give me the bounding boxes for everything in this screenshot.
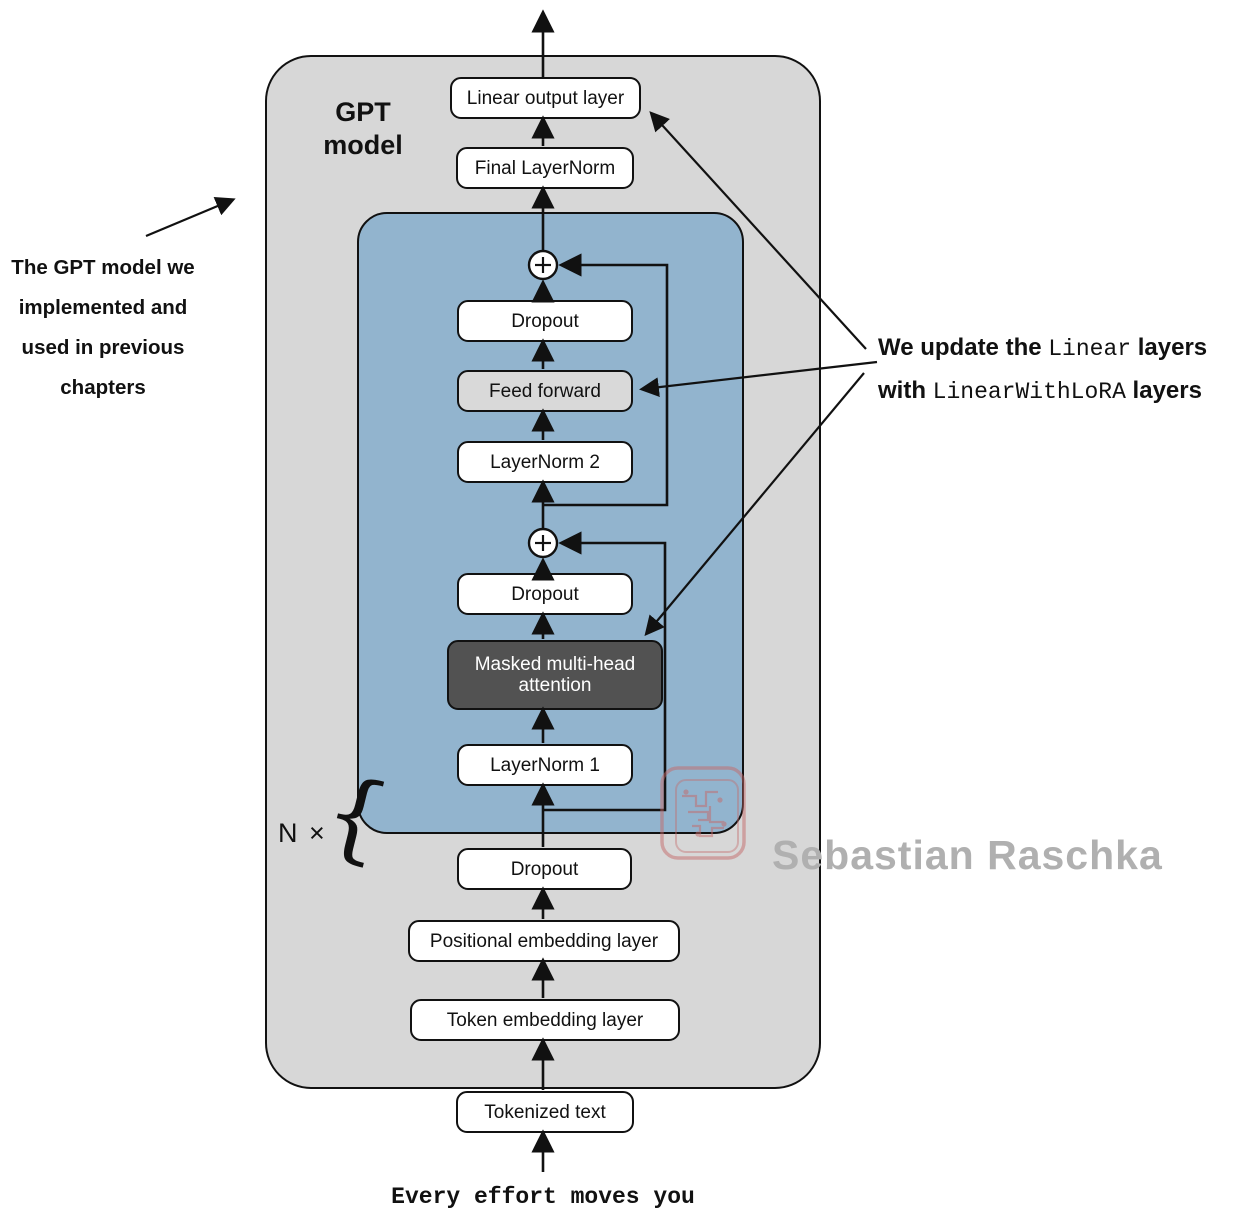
right-annotation: We update the Linear layers with LinearW… [878,327,1239,413]
layernorm-2-node: LayerNorm 2 [457,441,633,483]
left-note-arrow [145,196,236,238]
token-embedding-node: Token embedding layer [410,999,680,1041]
right-annotation-line2: with LinearWithLoRA layers [878,377,1202,405]
code-linearwithlora: LinearWithLoRA [932,379,1126,405]
final-layernorm-node: Final LayerNorm [456,147,634,189]
feed-forward-node: Feed forward [457,370,633,412]
tokenized-text-node: Tokenized text [456,1091,634,1133]
dropout-after-ff-node: Dropout [457,300,633,342]
layernorm-1-node: LayerNorm 1 [457,744,633,786]
dropout-embedding-node: Dropout [457,848,632,890]
watermark-text: Sebastian Raschka [772,832,1163,878]
gpt-model-label: GPT model [323,97,403,160]
watermark-logo-icon [660,766,746,860]
dropout-after-attn-node: Dropout [457,573,633,615]
masked-multihead-attention-node: Masked multi-head attention [447,640,663,710]
positional-embedding-node: Positional embedding layer [408,920,680,962]
linear-output-layer-node: Linear output layer [450,77,641,119]
right-annotation-line1: We update the Linear layers [878,334,1208,362]
n-times-label: N × [278,818,327,848]
input-sample-text: Every effort moves you [391,1184,695,1210]
code-linear: Linear [1048,336,1132,362]
left-annotation: The GPT model we implemented and used in… [11,256,195,399]
